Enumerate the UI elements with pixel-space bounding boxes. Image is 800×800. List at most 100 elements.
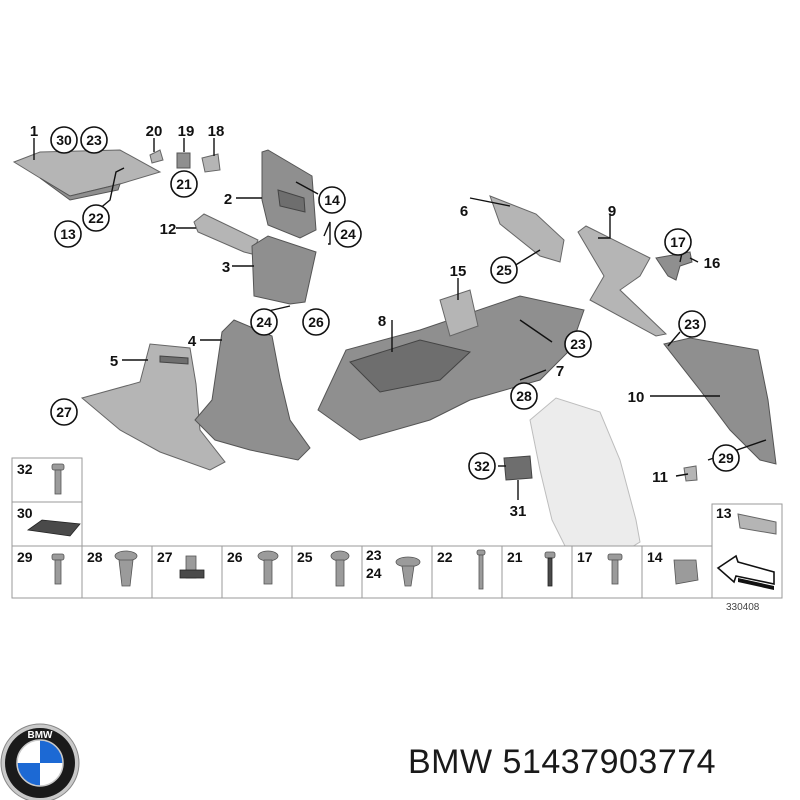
circle-26: 26 bbox=[302, 308, 330, 336]
callout-8: 8 bbox=[378, 313, 386, 330]
circle-32: 32 bbox=[468, 452, 496, 480]
callout-5: 5 bbox=[110, 353, 118, 370]
circle-13: 13 bbox=[54, 220, 82, 248]
hw-cell-14: 14 bbox=[641, 545, 713, 599]
part-small-clips bbox=[149, 149, 221, 173]
svg-text:22: 22 bbox=[88, 210, 104, 226]
svg-text:13: 13 bbox=[60, 226, 76, 242]
svg-text:30: 30 bbox=[17, 505, 33, 521]
callout-11: 11 bbox=[652, 469, 668, 486]
circle-27: 27 bbox=[50, 398, 78, 426]
svg-text:25: 25 bbox=[297, 549, 313, 565]
circle-29: 29 bbox=[712, 444, 740, 472]
callout-19: 19 bbox=[178, 123, 195, 140]
svg-text:24: 24 bbox=[366, 565, 382, 581]
svg-text:21: 21 bbox=[507, 549, 523, 565]
hw-cell-29: 29 bbox=[11, 545, 83, 599]
svg-text:13: 13 bbox=[716, 505, 732, 521]
circle-24-b: 24 bbox=[250, 308, 278, 336]
callout-9: 9 bbox=[608, 203, 616, 220]
part-c-pillar-strip bbox=[577, 225, 668, 337]
svg-text:24: 24 bbox=[340, 226, 356, 242]
hw-cell-13: 13 bbox=[711, 503, 783, 599]
hw-cell-26: 26 bbox=[221, 545, 293, 599]
callout-10: 10 bbox=[628, 389, 645, 406]
svg-text:21: 21 bbox=[176, 176, 192, 192]
callout-16: 16 bbox=[704, 255, 721, 272]
circle-24-a: 24 bbox=[334, 220, 362, 248]
part-b-pillar-upper bbox=[261, 149, 317, 239]
bmw-logo-letters: BMW bbox=[28, 730, 54, 741]
hw-cell-27: 27 bbox=[151, 545, 223, 599]
hw-cell-23-24: 23 24 bbox=[361, 545, 433, 599]
caption-brand: BMW bbox=[408, 743, 493, 781]
part-b-pillar-lower-left bbox=[80, 343, 226, 471]
hw-cell-21: 21 bbox=[501, 545, 573, 599]
svg-text:23: 23 bbox=[684, 316, 700, 332]
svg-text:24: 24 bbox=[256, 314, 272, 330]
svg-text:23: 23 bbox=[86, 132, 102, 148]
svg-text:28: 28 bbox=[87, 549, 103, 565]
svg-text:27: 27 bbox=[157, 549, 173, 565]
svg-text:22: 22 bbox=[437, 549, 453, 565]
part-switch-module bbox=[503, 455, 533, 481]
callout-20: 20 bbox=[146, 123, 163, 140]
callout-7: 7 bbox=[556, 363, 564, 380]
svg-text:29: 29 bbox=[17, 549, 33, 565]
circle-23-mid: 23 bbox=[564, 330, 592, 358]
hw-cell-22: 22 bbox=[431, 545, 503, 599]
svg-text:32: 32 bbox=[17, 461, 33, 477]
reference-number: 330408 bbox=[726, 602, 760, 613]
svg-text:32: 32 bbox=[474, 458, 490, 474]
circle-28: 28 bbox=[510, 382, 538, 410]
svg-text:23: 23 bbox=[366, 547, 382, 563]
callout-1: 1 bbox=[30, 123, 38, 140]
part-c-pillar-upper bbox=[489, 195, 565, 263]
caption-part-number: 51437903774 bbox=[502, 743, 717, 781]
part-a-pillar-trim bbox=[12, 149, 162, 201]
callout-12: 12 bbox=[160, 221, 177, 238]
hw-cell-17: 17 bbox=[571, 545, 643, 599]
svg-text:29: 29 bbox=[718, 450, 734, 466]
callout-18: 18 bbox=[208, 123, 225, 140]
leader-lines bbox=[33, 138, 767, 500]
circled-callouts: 30 23 22 13 21 14 24 24 26 27 25 23 28 1… bbox=[50, 126, 740, 480]
circle-21: 21 bbox=[170, 170, 198, 198]
hw-cell-30: 30 bbox=[11, 501, 83, 547]
svg-text:23: 23 bbox=[570, 336, 586, 352]
bmw-logo: BMW bbox=[0, 723, 80, 800]
callout-15: 15 bbox=[450, 263, 467, 280]
hw-row: 29 28 27 26 25 23 24 bbox=[11, 545, 713, 599]
svg-text:17: 17 bbox=[577, 549, 593, 565]
part-rear-side-trim bbox=[317, 289, 585, 441]
circle-30: 30 bbox=[50, 126, 78, 154]
svg-text:14: 14 bbox=[647, 549, 663, 565]
circle-23-right: 23 bbox=[678, 310, 706, 338]
hw-cell-32: 32 bbox=[11, 457, 83, 503]
svg-text:17: 17 bbox=[670, 234, 686, 250]
circle-17: 17 bbox=[664, 228, 692, 256]
hw-cell-25: 25 bbox=[291, 545, 363, 599]
part-transparent-panel bbox=[529, 397, 641, 561]
svg-text:28: 28 bbox=[516, 388, 532, 404]
circle-14: 14 bbox=[318, 186, 346, 214]
callout-6: 6 bbox=[460, 203, 468, 220]
circle-23-top: 23 bbox=[80, 126, 108, 154]
svg-text:27: 27 bbox=[56, 404, 72, 420]
part-small-cap bbox=[683, 465, 698, 482]
part-trim-strip bbox=[193, 213, 259, 255]
svg-text:30: 30 bbox=[56, 132, 72, 148]
svg-text:26: 26 bbox=[227, 549, 243, 565]
callout-2: 2 bbox=[224, 191, 232, 208]
hw-cell-28: 28 bbox=[81, 545, 153, 599]
svg-text:14: 14 bbox=[324, 192, 340, 208]
circle-22: 22 bbox=[82, 204, 110, 232]
caption-text: BMW 51437903774 bbox=[408, 743, 716, 782]
callout-31: 31 bbox=[510, 503, 527, 520]
svg-text:25: 25 bbox=[496, 262, 512, 278]
svg-text:26: 26 bbox=[308, 314, 324, 330]
circle-25: 25 bbox=[490, 256, 518, 284]
part-rear-quarter-trim bbox=[663, 337, 777, 465]
part-b-pillar-mid bbox=[251, 235, 317, 305]
